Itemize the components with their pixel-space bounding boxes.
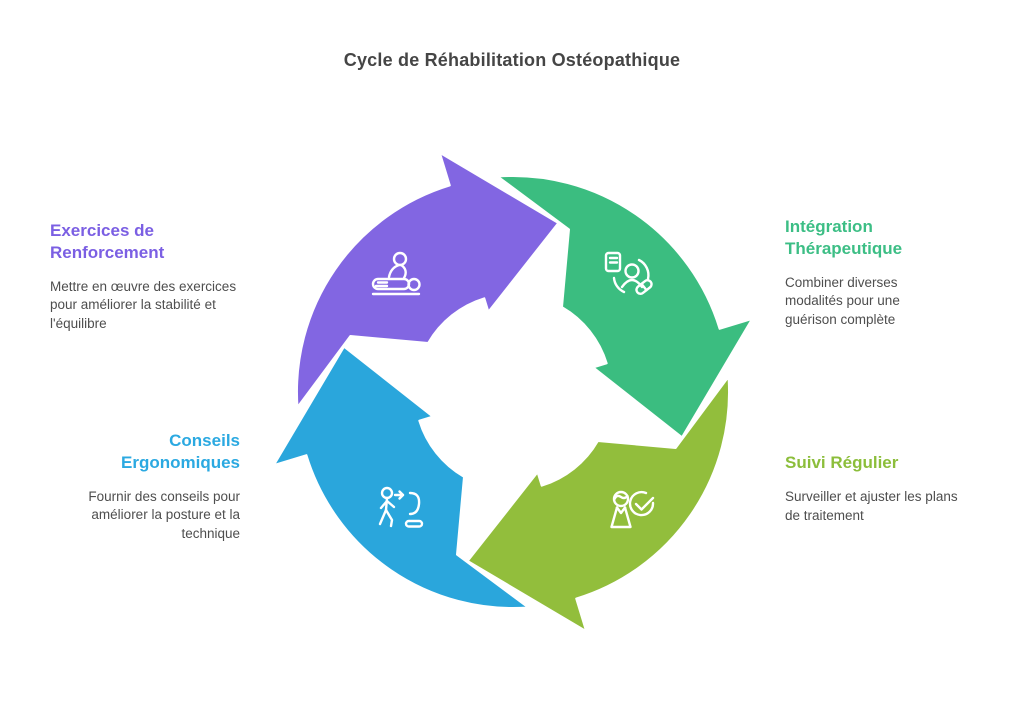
step-heading: Exercices de Renforcement: [50, 221, 165, 262]
step-label-exercices-renforcement: Exercices de Renforcement Mettre en œuvr…: [50, 220, 255, 334]
step-description: Mettre en œuvre des exercices pour améli…: [50, 278, 237, 332]
step-label-conseils-ergonomiques: Conseils Ergonomiques Fournir des consei…: [48, 430, 240, 544]
diagram-title: Cycle de Réhabilitation Ostéopathique: [343, 50, 681, 70]
step-label-suivi-regulier: Suivi Régulier Surveiller et ajuster les…: [785, 452, 965, 526]
segment-integration-therapeutique: [496, 174, 754, 439]
step-description: Combiner diverses modalités pour une gué…: [785, 274, 900, 328]
step-description: Surveiller et ajuster les plans de trait…: [785, 488, 958, 523]
patient-treatment-icon: [604, 251, 653, 295]
patient-check-icon: [610, 490, 655, 529]
step-label-integration-therapeutique: Intégration Thérapeutique Combiner diver…: [785, 216, 950, 330]
posture-ergonomics-icon: [378, 486, 424, 528]
massage-therapy-icon: [371, 251, 421, 296]
step-heading: Conseils Ergonomiques: [120, 431, 240, 472]
step-heading: Suivi Régulier: [785, 453, 899, 472]
step-description: Fournir des conseils pour améliorer la p…: [88, 488, 240, 542]
step-heading: Intégration Thérapeutique: [785, 217, 903, 258]
segment-conseils-ergonomiques: [272, 345, 530, 610]
segment-suivi-regulier: [466, 375, 731, 633]
segment-exercices-renforcement: [295, 151, 560, 409]
